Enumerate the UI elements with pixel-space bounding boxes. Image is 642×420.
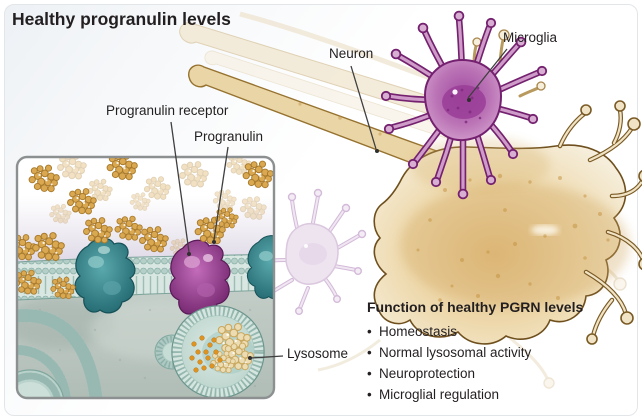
function-item-neuroprotection: •Neuroprotection — [367, 363, 617, 384]
lysosome-organelle — [154, 305, 265, 398]
inset-membrane-panel — [15, 155, 276, 400]
microglia-cell — [380, 10, 548, 200]
bullet-marker: • — [367, 387, 372, 402]
progranulin-receptor-molecule — [169, 239, 231, 316]
label-neuron: Neuron — [329, 46, 374, 61]
receptor-teal-partial — [246, 235, 274, 300]
function-box: Function of healthy PGRN levels •Homeost… — [367, 299, 617, 405]
receptor-teal — [74, 237, 136, 314]
page-title: Healthy progranulin levels — [12, 9, 231, 29]
lysosome-granules — [189, 335, 223, 373]
function-item-homeostasis: •Homeostasis — [367, 321, 617, 342]
function-item-microglial-regulation: •Microglial regulation — [367, 384, 617, 405]
inset-border — [15, 155, 276, 400]
bullet-marker: • — [367, 345, 372, 360]
bullet-marker: • — [367, 366, 372, 381]
function-box-heading: Function of healthy PGRN levels — [367, 299, 584, 315]
microglia-process-bulbs — [380, 10, 548, 200]
label-progranulin-receptor: Progranulin receptor — [106, 103, 229, 118]
function-item-lysosomal-activity: •Normal lysosomal activity — [367, 342, 617, 363]
label-microglia: Microglia — [503, 30, 558, 45]
label-progranulin: Progranulin — [194, 129, 264, 144]
leader-lines — [170, 48, 508, 360]
bullet-marker: • — [367, 324, 372, 339]
label-lysosome: Lysosome — [287, 346, 349, 361]
neuron-dendrites — [557, 100, 642, 345]
neuron-stub-bulbs — [472, 29, 546, 98]
neuron-cell-body — [373, 29, 642, 345]
neuron-texture-speckles — [416, 173, 610, 308]
